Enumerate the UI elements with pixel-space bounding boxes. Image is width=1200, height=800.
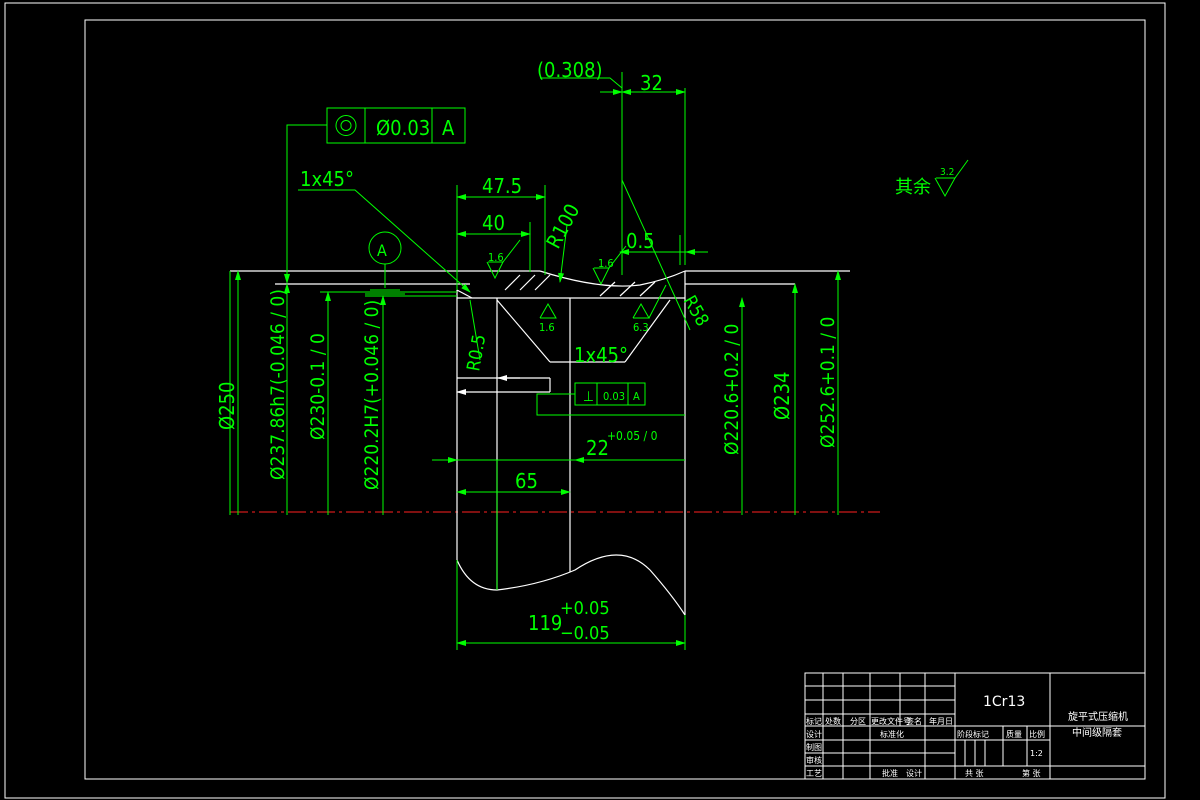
dim-119-lower: −0.05 bbox=[560, 623, 610, 644]
dia-250: Ø250 bbox=[215, 382, 239, 431]
dim-0-5: 0.5 bbox=[626, 229, 655, 253]
perp-datum: A bbox=[633, 390, 640, 403]
dim-65: 65 bbox=[515, 469, 538, 493]
material-text: 1Cr13 bbox=[983, 694, 1025, 710]
dia-237-86: Ø237.86h7(-0.046 / 0) bbox=[267, 289, 289, 480]
hdr-weight: 质量 bbox=[1006, 729, 1022, 739]
hdr-approve: 批准 bbox=[882, 768, 898, 778]
dim-40: 40 bbox=[482, 211, 505, 235]
hdr-mark: 标记 bbox=[806, 716, 822, 726]
chamfer-inner: 1x45° bbox=[574, 343, 628, 367]
hdr-drafting: 制图 bbox=[806, 742, 822, 752]
rest-roughness-value: 3.2 bbox=[940, 167, 954, 178]
dim-32: 32 bbox=[640, 71, 663, 95]
dim-119-upper: +0.05 bbox=[560, 598, 610, 619]
radius-100: R100 bbox=[541, 200, 584, 253]
perp-symbol: ⊥ bbox=[583, 389, 594, 405]
dia-252-6: Ø252.6+0.1 / 0 bbox=[817, 317, 839, 448]
hdr-zone: 分区 bbox=[850, 717, 866, 726]
hdr-stage-mark: 阶段标记 bbox=[957, 729, 989, 739]
hdr-design: 设计 bbox=[806, 729, 822, 739]
hdr-sign: 签名 bbox=[906, 716, 922, 726]
hdr-process: 工艺 bbox=[806, 769, 822, 778]
scale-value: 1:2 bbox=[1030, 749, 1043, 758]
chamfer-top: 1x45° bbox=[300, 167, 354, 191]
outer-frame bbox=[4, 2, 1166, 799]
perp-value: 0.03 bbox=[603, 390, 625, 403]
dia-234: Ø234 bbox=[770, 372, 794, 421]
dimension-lines bbox=[229, 72, 969, 650]
roughness-2: 1.6 bbox=[598, 257, 614, 270]
part-outline bbox=[230, 270, 850, 616]
hdr-standardize: 标准化 bbox=[880, 729, 904, 739]
title-block: 1Cr13 旋平式压缩机 中间级隔套 标记 处数 分区 更改文件号 签名 年月日… bbox=[804, 672, 1146, 780]
title-line-1: 旋平式压缩机 bbox=[1068, 710, 1128, 723]
hdr-count: 处数 bbox=[825, 716, 841, 726]
angle-22-tol: +0.05 / 0 bbox=[607, 429, 658, 443]
hdr-total: 共 张 bbox=[965, 769, 984, 778]
break-line bbox=[456, 554, 686, 616]
hdr-doc-no: 更改文件号 bbox=[871, 716, 911, 726]
dia-220-2: Ø220.2H7(+0.046 / 0) bbox=[361, 300, 383, 490]
rest-roughness-label: 其余 bbox=[895, 177, 931, 198]
datum-a-label: A bbox=[377, 241, 387, 260]
roughness-3: 1.6 bbox=[539, 321, 555, 334]
dia-220-6: Ø220.6+0.2 / 0 bbox=[721, 324, 743, 455]
roughness-1: 1.6 bbox=[488, 251, 504, 264]
dim-0308: (0.308) bbox=[537, 58, 603, 82]
angle-22: 22 bbox=[586, 436, 609, 460]
dim-47-5: 47.5 bbox=[482, 174, 522, 198]
dim-119: 119 bbox=[528, 611, 562, 635]
title-line-2: 中间级隔套 bbox=[1072, 726, 1122, 739]
roughness-4: 6.3 bbox=[633, 321, 649, 334]
runout-value: Ø0.03 bbox=[376, 116, 430, 140]
radius-0-5: R0.5 bbox=[463, 333, 490, 373]
inner-frame bbox=[84, 19, 1146, 780]
hdr-design-2: 设计 bbox=[906, 768, 922, 778]
hdr-date: 年月日 bbox=[929, 716, 953, 726]
dia-230: Ø230-0.1 / 0 bbox=[307, 333, 329, 440]
hdr-scale: 比例 bbox=[1029, 729, 1045, 739]
runout-datum: A bbox=[442, 116, 455, 140]
dimension-texts: (0.308) 32 Ø0.03 A 1x45° 47.5 40 R100 0.… bbox=[215, 58, 954, 644]
hdr-review: 审核 bbox=[806, 755, 822, 765]
hdr-sheet: 第 张 bbox=[1022, 768, 1041, 778]
